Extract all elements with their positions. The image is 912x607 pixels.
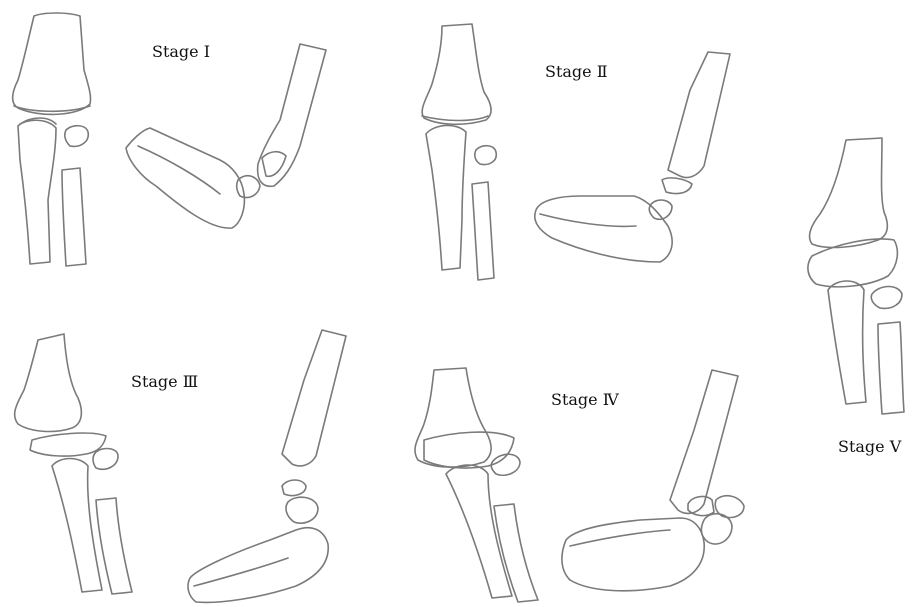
epiphysis-lateral <box>662 178 692 194</box>
ulna <box>472 182 494 280</box>
radius <box>446 465 512 598</box>
humerus-shaft <box>810 138 888 247</box>
ossification-center <box>93 449 118 470</box>
humerus-shaft <box>422 24 491 124</box>
humerus-lateral <box>282 330 346 466</box>
trochlea-fragment <box>715 496 744 518</box>
ossification-center <box>871 287 902 309</box>
capitellum <box>286 497 318 523</box>
stage-3-ap-view <box>15 334 132 594</box>
stage-2-lateral-view <box>535 52 730 262</box>
radius <box>52 459 102 593</box>
radius <box>426 125 466 270</box>
epiphysis-lateral <box>282 480 306 496</box>
capitellum <box>701 514 732 544</box>
stage-1-ap-view <box>13 13 91 266</box>
stage-2-label: Stage Ⅱ <box>545 62 608 81</box>
forearm-inner <box>194 558 288 586</box>
forearm-lateral <box>562 518 704 591</box>
epiphysis-line <box>424 432 514 468</box>
ulna <box>62 168 86 266</box>
stage-1-lateral-view <box>126 44 326 228</box>
forearm-inner <box>570 530 670 546</box>
stage-5-ap-view <box>808 138 904 414</box>
humerus-lateral <box>670 370 738 513</box>
capitellum <box>237 176 260 198</box>
radius <box>828 281 866 404</box>
ossification-center <box>65 126 88 147</box>
forearm-inner <box>540 214 636 226</box>
ulna <box>96 498 132 594</box>
humerus-lateral <box>258 44 326 186</box>
forearm-inner <box>138 146 220 194</box>
epiphysis-line <box>422 116 488 121</box>
humerus-shaft <box>15 334 82 431</box>
stage-4-label: Stage Ⅳ <box>551 390 619 409</box>
stage-4-ap-view <box>415 368 538 602</box>
stage-5-label: Stage V <box>838 437 901 456</box>
ossification-center <box>475 146 496 165</box>
stage-1-label: Stage I <box>152 42 210 61</box>
ulna <box>878 322 904 414</box>
epiphysis-lateral <box>262 152 286 177</box>
stage-3-label: Stage Ⅲ <box>131 372 198 391</box>
forearm-lateral <box>188 528 328 603</box>
radius <box>18 120 56 264</box>
forearm-lateral <box>535 196 672 262</box>
stage-2-ap-view <box>422 24 496 280</box>
stage-3-lateral-view <box>188 330 346 602</box>
forearm-lateral <box>126 128 244 228</box>
epiphysis-lateral <box>688 497 714 516</box>
humerus-lateral <box>668 52 730 178</box>
humerus-shaft <box>13 13 91 114</box>
humerus-shaft <box>415 368 491 467</box>
